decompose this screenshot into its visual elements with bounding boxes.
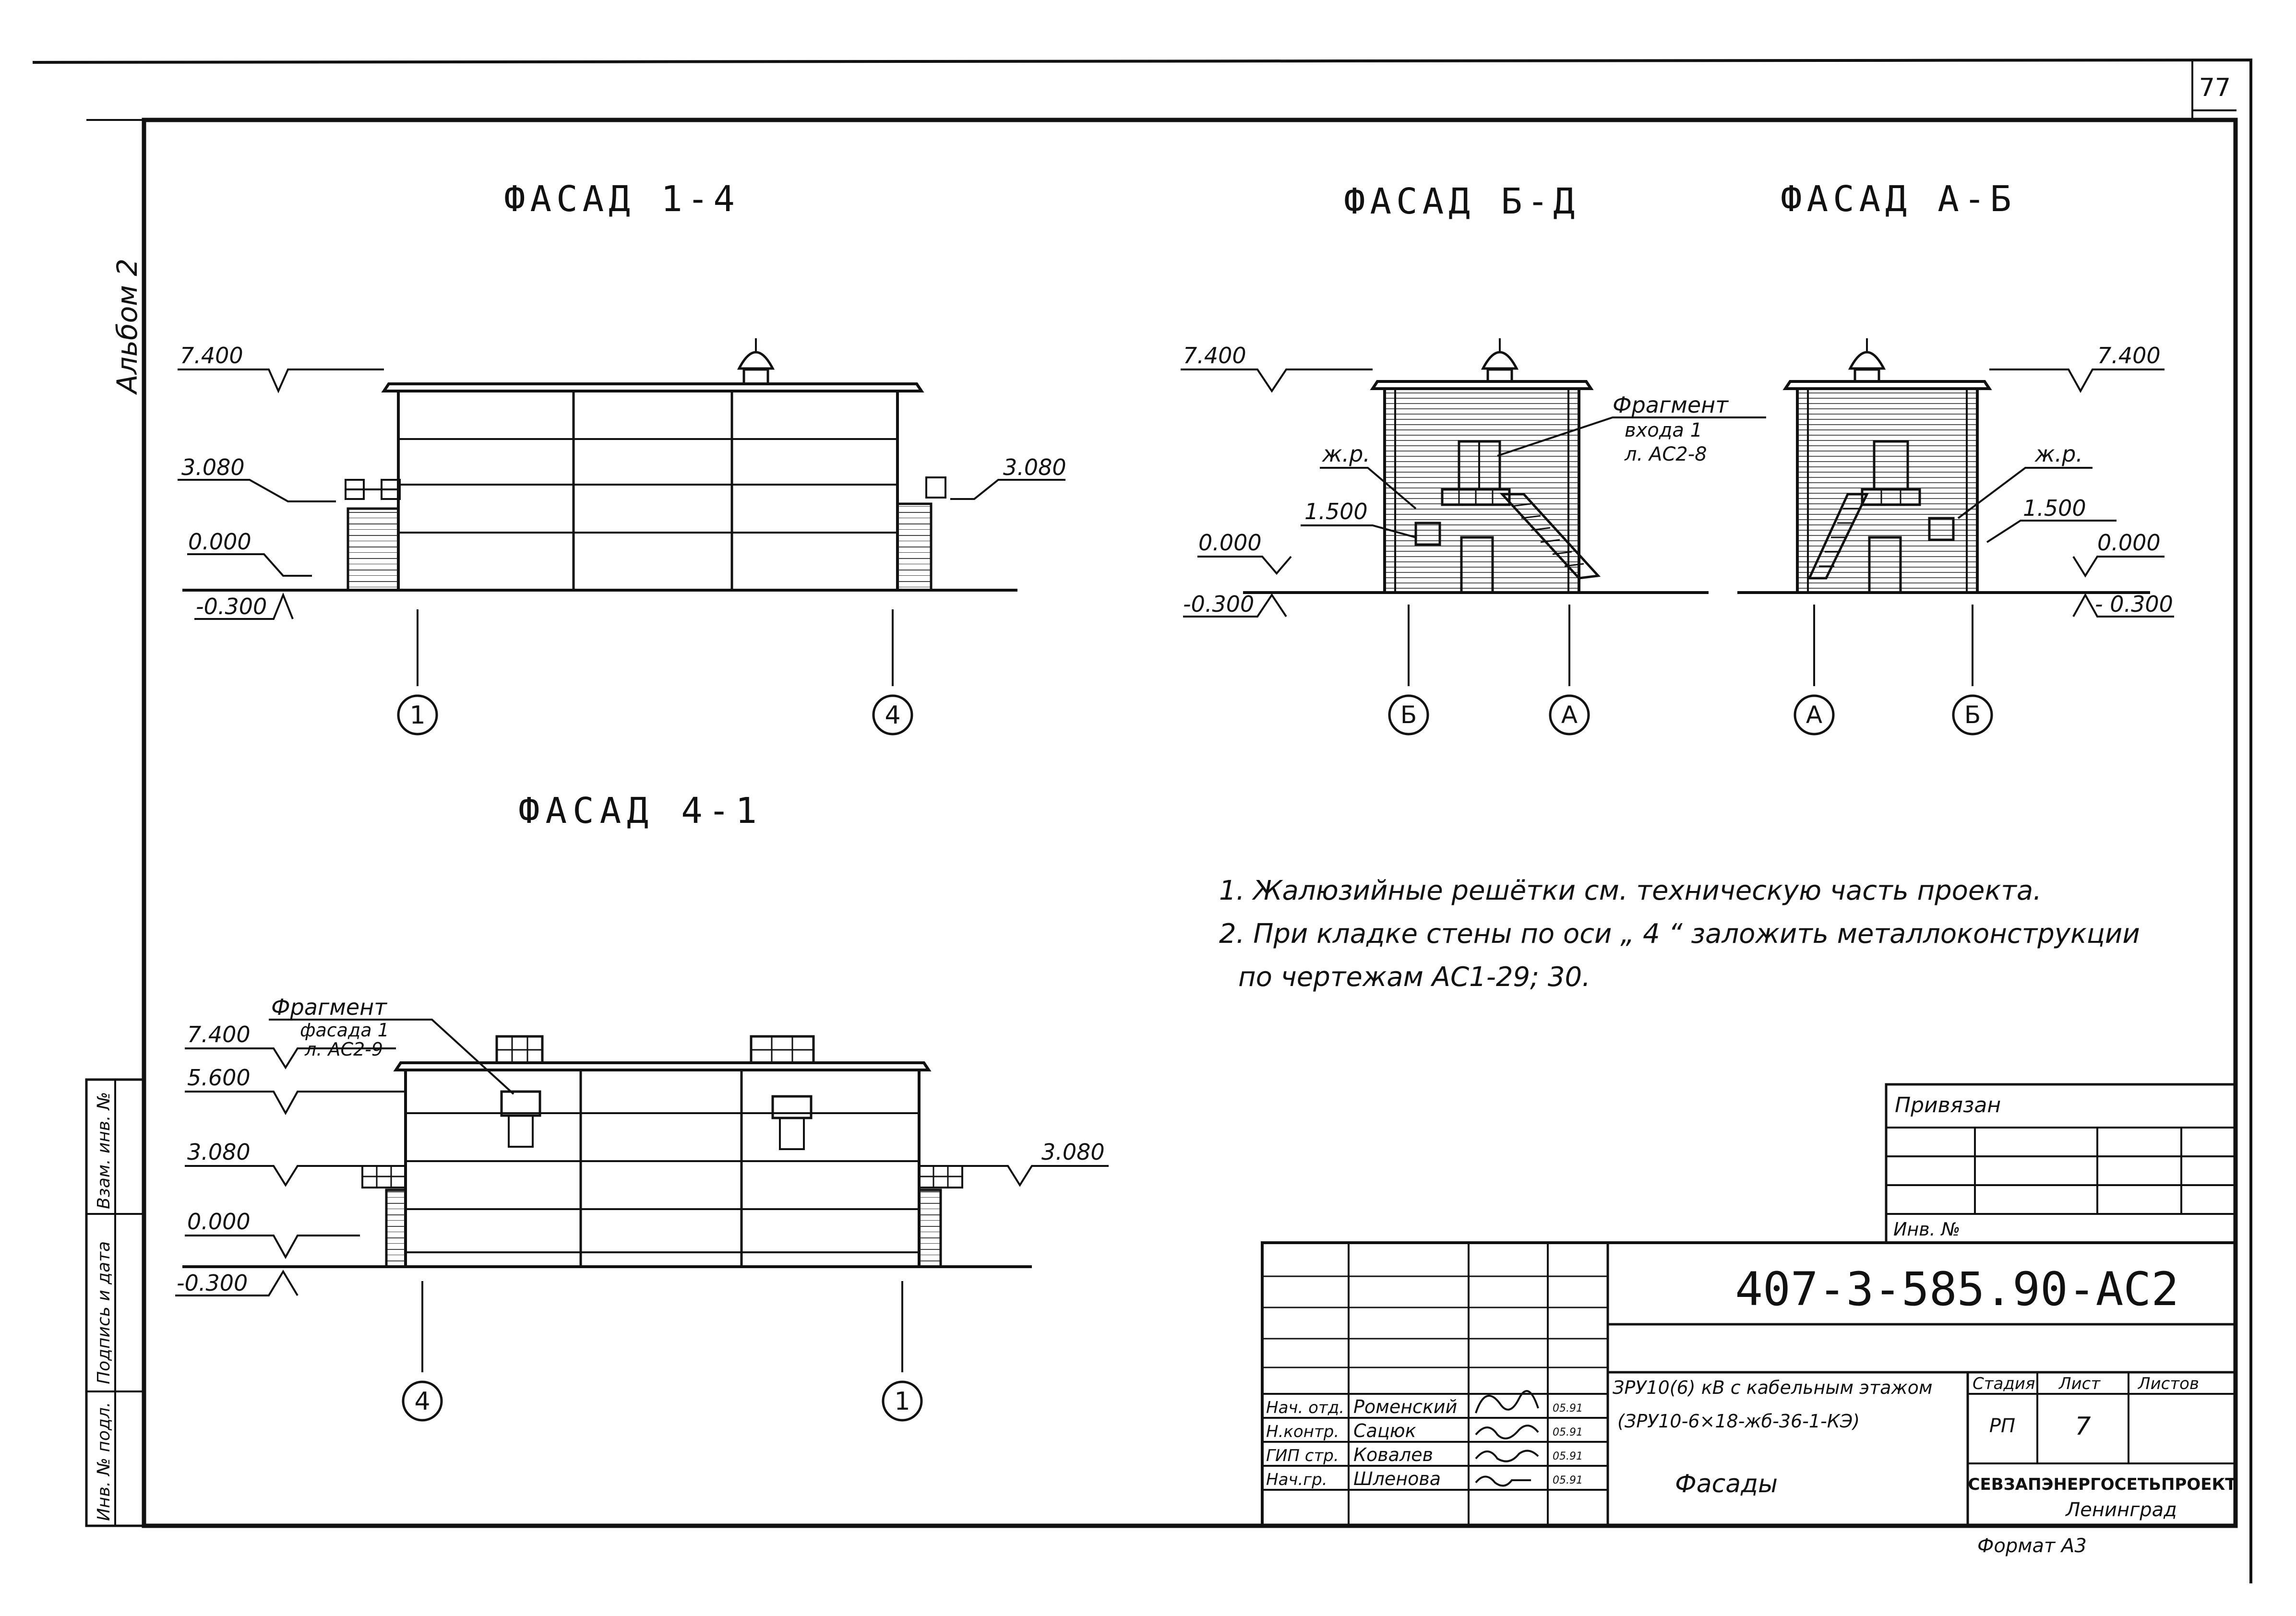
facade-b-d-level-0000: 0.000 bbox=[1198, 530, 1262, 556]
title-block: Привязан Инв. № Нач. отд. Н.контр. ГИП с… bbox=[1261, 1083, 2237, 1557]
stamp-name-1: Роменский bbox=[1353, 1396, 1457, 1417]
side-stamp-inv: Инв. № подл. bbox=[94, 1402, 114, 1521]
stamp-document-code: 407-3-585.90-АС2 bbox=[1735, 1262, 2179, 1316]
note-1: 1. Жалюзийные решётки см. техническую ча… bbox=[1219, 875, 2042, 906]
facade-a-b-level-0000: 0.000 bbox=[2097, 530, 2161, 556]
stamp-date-1: 05.91 bbox=[1553, 1402, 1583, 1414]
stamp-name-2: Сацюк bbox=[1353, 1420, 1416, 1441]
facade-4-1: ФАСАД 4-1 Фрагме bbox=[175, 790, 1109, 1422]
facade-4-1-level-3080-left: 3.080 bbox=[187, 1139, 251, 1165]
facade-4-1-title: ФАСАД 4-1 bbox=[518, 790, 763, 832]
note-2-continued: по чертежам АС1-29; 30. bbox=[1238, 962, 1590, 993]
stamp-role-4: Нач.гр. bbox=[1266, 1470, 1327, 1489]
facade-4-1-level-3080-right: 3.080 bbox=[1041, 1139, 1105, 1165]
facade-4-1-level-5600: 5.600 bbox=[187, 1065, 251, 1091]
stamp-name-4: Шленова bbox=[1353, 1468, 1441, 1489]
side-stamp: Инв. № подл. Подпись и дата Взам. инв. № bbox=[85, 1078, 145, 1527]
stamp-format: Формат А3 bbox=[1977, 1535, 2087, 1557]
stamp-privyazan: Привязан bbox=[1895, 1093, 2001, 1117]
facade-a-b-level-1500: 1.500 bbox=[2023, 495, 2086, 521]
facade-b-d-axis-a: А bbox=[1561, 701, 1578, 729]
facade-1-4-level-minus-0300: -0.300 bbox=[196, 594, 267, 619]
facade-1-4-level-0000: 0.000 bbox=[188, 529, 251, 555]
stamp-sheet-label: Лист bbox=[2058, 1374, 2101, 1393]
stamp-inv: Инв. № bbox=[1893, 1219, 1960, 1240]
facade-a-b-axis-b: Б bbox=[1964, 701, 1981, 729]
facade-a-b-label-zhr: ж.р. bbox=[2034, 441, 2083, 467]
facade-a-b-level-minus-0300: - 0.300 bbox=[2095, 591, 2173, 617]
facade-1-4-levels: 7.400 3.080 3.080 0.000 -0.300 bbox=[178, 343, 1066, 620]
facade-a-b: ФАСАД А-Б 7.400 1.500 0.000 - 0.300 ж.р.… bbox=[1737, 178, 2174, 736]
side-stamp-sign: Подпись и дата bbox=[94, 1241, 114, 1384]
album-label: Альбом 2 bbox=[111, 259, 144, 395]
facade-4-1-fragment-label: Фрагмент bbox=[271, 994, 387, 1020]
stamp-city: Ленинград bbox=[2065, 1499, 2177, 1521]
facade-b-d-title: ФАСАД Б-Д bbox=[1344, 181, 1579, 222]
facade-4-1-level-0000: 0.000 bbox=[187, 1209, 251, 1235]
facade-4-1-axis-4: 4 bbox=[414, 1387, 430, 1416]
facade-4-1-axis-1: 1 bbox=[894, 1387, 910, 1416]
facade-1-4-level-3080-left: 3.080 bbox=[181, 454, 245, 480]
facade-1-4: ФАСАД 1-4 7.400 3.080 3.080 0.000 bbox=[178, 178, 1066, 736]
stamp-role-3: ГИП стр. bbox=[1266, 1446, 1339, 1465]
facade-b-d-fragment-label: Фрагмент bbox=[1613, 392, 1729, 418]
stamp-date-2: 05.91 bbox=[1553, 1426, 1583, 1438]
stamp-sheets-label: Листов bbox=[2137, 1374, 2199, 1393]
stamp-date-4: 05.91 bbox=[1553, 1474, 1583, 1486]
stamp-drawing-name: Фасады bbox=[1675, 1470, 1778, 1498]
facade-1-4-title: ФАСАД 1-4 bbox=[504, 178, 740, 220]
facade-b-d-level-1500: 1.500 bbox=[1304, 499, 1368, 524]
stamp-stage-label: Стадия bbox=[1973, 1374, 2035, 1393]
stamp-role-2: Н.контр. bbox=[1266, 1422, 1339, 1441]
facade-b-d: ФАСАД Б-Д 7.400 0.000 -0.300 1.500 ж.р. bbox=[1181, 181, 1766, 736]
signatures bbox=[1475, 1390, 1539, 1487]
sheet-border bbox=[32, 58, 2252, 1583]
stamp-project-line1: ЗРУ10(6) кВ с кабельным этажом bbox=[1613, 1377, 1933, 1398]
facade-b-d-label-zhr: ж.р. bbox=[1322, 441, 1370, 467]
facade-b-d-level-7400: 7.400 bbox=[1183, 343, 1246, 368]
facade-4-1-level-7400: 7.400 bbox=[187, 1022, 251, 1047]
facade-a-b-axis-a: А bbox=[1806, 701, 1822, 729]
note-2: 2. При кладке стены по оси „ 4 “ заложит… bbox=[1219, 918, 2140, 950]
facade-1-4-level-3080-right: 3.080 bbox=[1003, 454, 1066, 480]
stamp-organization: СЕВЗАПЭНЕРГОСЕТЬПРОЕКТ bbox=[1968, 1475, 2237, 1494]
sheet-number: 77 bbox=[2199, 73, 2231, 102]
side-stamp-replace: Взам. инв. № bbox=[94, 1092, 114, 1209]
stamp-sheet-number: 7 bbox=[2075, 1412, 2091, 1441]
facade-1-4-level-7400: 7.400 bbox=[180, 343, 243, 368]
stamp-stage: РП bbox=[1989, 1415, 2015, 1437]
facade-a-b-level-7400: 7.400 bbox=[2097, 343, 2161, 368]
facade-1-4-axis-1: 1 bbox=[409, 701, 425, 730]
stamp-role-1: Нач. отд. bbox=[1266, 1398, 1344, 1417]
facade-b-d-level-minus-0300: -0.300 bbox=[1183, 591, 1254, 617]
facade-4-1-level-minus-0300: -0.300 bbox=[177, 1270, 248, 1296]
facade-a-b-title: ФАСАД А-Б bbox=[1781, 178, 2016, 220]
facade-b-d-fragment-entry: входа 1 bbox=[1625, 419, 1702, 441]
stamp-date-3: 05.91 bbox=[1553, 1450, 1583, 1462]
general-notes: 1. Жалюзийные решётки см. техническую ча… bbox=[1219, 875, 2140, 993]
facade-b-d-fragment-sheet: л. АС2-8 bbox=[1624, 443, 1707, 465]
facade-1-4-axis-4: 4 bbox=[885, 701, 900, 730]
stamp-name-3: Ковалев bbox=[1353, 1444, 1433, 1465]
stamp-project-line2: (ЗРУ10-6×18-жб-36-1-КЭ) bbox=[1617, 1411, 1860, 1432]
facade-4-1-fragment-facade: фасада 1 bbox=[300, 1020, 389, 1041]
facade-b-d-axis-b: Б bbox=[1400, 701, 1417, 729]
